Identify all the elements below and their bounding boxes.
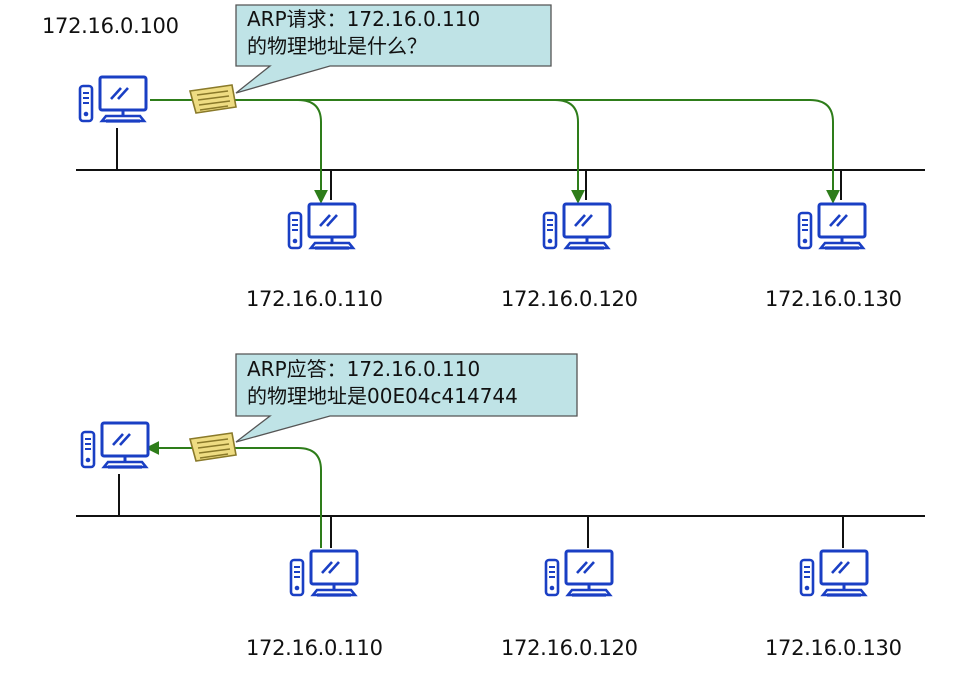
host-ip-label: 172.16.0.110 xyxy=(246,287,383,311)
host-ip-label: 172.16.0.130 xyxy=(765,636,902,660)
request-callout-line1: ARP请求：172.16.0.110 xyxy=(247,7,481,31)
host-computer-icon xyxy=(542,202,612,250)
sender-ip-label: 172.16.0.100 xyxy=(42,14,179,38)
reply-callout-line2: 的物理地址是00E04c414744 xyxy=(247,384,518,408)
host-ip-label: 172.16.0.120 xyxy=(501,636,638,660)
sender-computer-icon xyxy=(78,75,148,123)
request-callout-line2: 的物理地址是什么？ xyxy=(247,34,427,58)
broadcast-arrow-110 xyxy=(150,99,328,204)
broadcast-arrow-120 xyxy=(298,99,585,204)
host-computer-icon xyxy=(287,202,357,250)
arp-request-packet-icon xyxy=(189,84,237,114)
host-computer-icon xyxy=(797,202,867,250)
reply-panel xyxy=(76,353,925,597)
host-ip-label: 172.16.0.130 xyxy=(765,287,902,311)
reply-callout-box xyxy=(235,353,578,443)
host-ip-label: 172.16.0.110 xyxy=(246,636,383,660)
arp-reply-packet-icon xyxy=(189,432,237,462)
request-callout-box xyxy=(235,4,552,94)
host-computer-icon xyxy=(544,549,614,597)
host-ip-label: 172.16.0.120 xyxy=(501,287,638,311)
host-computer-icon xyxy=(799,549,869,597)
host-computer-icon xyxy=(289,549,359,597)
reply-callout-line1: ARP应答：172.16.0.110 xyxy=(247,357,481,381)
request-panel xyxy=(76,4,925,250)
sender-computer-icon xyxy=(80,421,150,469)
reply-arrow xyxy=(145,441,322,548)
broadcast-arrow-130 xyxy=(555,99,840,204)
